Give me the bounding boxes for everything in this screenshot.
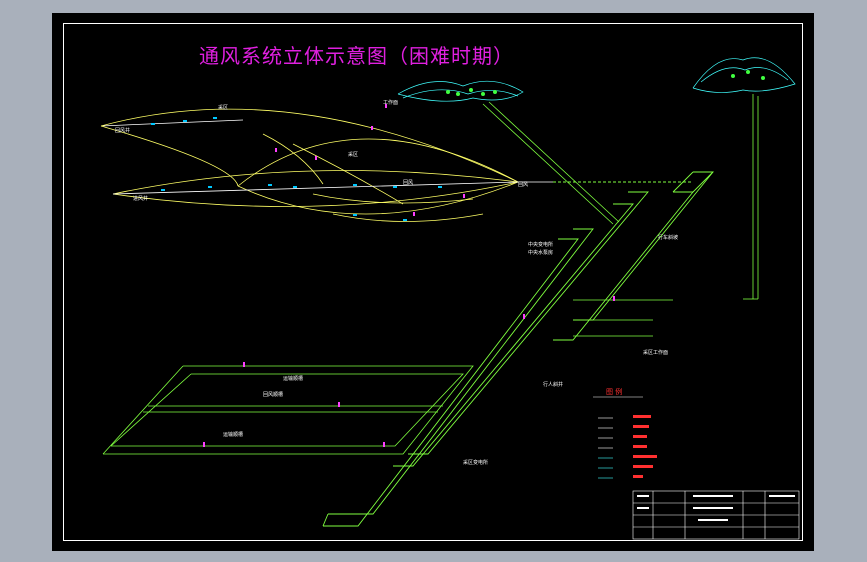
svg-text:工作面: 工作面 <box>383 99 398 106</box>
legend-heading: 图 例 <box>606 387 622 396</box>
surface-terrain-right <box>692 57 796 93</box>
svg-text:采区: 采区 <box>348 151 358 158</box>
surface-vegetation-left <box>446 88 497 96</box>
svg-text:回风顺槽: 回风顺槽 <box>263 391 283 398</box>
svg-text:运输顺槽: 运输顺槽 <box>283 375 303 382</box>
mining-panels <box>102 299 673 455</box>
legend: 图 例 <box>593 387 657 479</box>
svg-text:回风: 回风 <box>518 182 528 188</box>
svg-text:行车斜坡: 行车斜坡 <box>658 234 678 241</box>
diagram-title: 通风系统立体示意图（困难时期） <box>199 44 514 68</box>
network-markers <box>275 104 465 216</box>
drawing-sheet: 通风系统立体示意图（困难时期） <box>52 13 814 551</box>
svg-text:运输顺槽: 运输顺槽 <box>223 431 243 438</box>
shafts <box>482 94 759 300</box>
svg-text:采区工作面: 采区工作面 <box>643 349 668 356</box>
main-roadway <box>322 171 714 527</box>
svg-text:采区: 采区 <box>218 104 228 111</box>
svg-text:回风: 回风 <box>403 180 413 186</box>
roadway-labels: 中央变电所 中央水泵房 行车斜坡 运输顺槽 回风顺槽 运输顺槽 行人斜井 采区变… <box>223 234 678 466</box>
title-block-fill <box>637 495 795 521</box>
svg-text:中央水泵房: 中央水泵房 <box>528 249 553 256</box>
svg-text:行人斜井: 行人斜井 <box>543 381 563 388</box>
surface-vegetation-right <box>731 70 765 80</box>
title-block <box>632 490 800 540</box>
air-doors <box>203 296 615 447</box>
surface-terrain-left <box>397 80 524 102</box>
svg-text:中央变电所: 中央变电所 <box>528 241 553 248</box>
network-schematic <box>100 108 553 222</box>
svg-text:进风井: 进风井 <box>133 195 148 202</box>
drawing-frame <box>63 23 803 541</box>
svg-text:采区变电所: 采区变电所 <box>463 459 488 466</box>
network-nodes <box>151 117 442 221</box>
svg-text:回风井: 回风井 <box>115 127 130 134</box>
